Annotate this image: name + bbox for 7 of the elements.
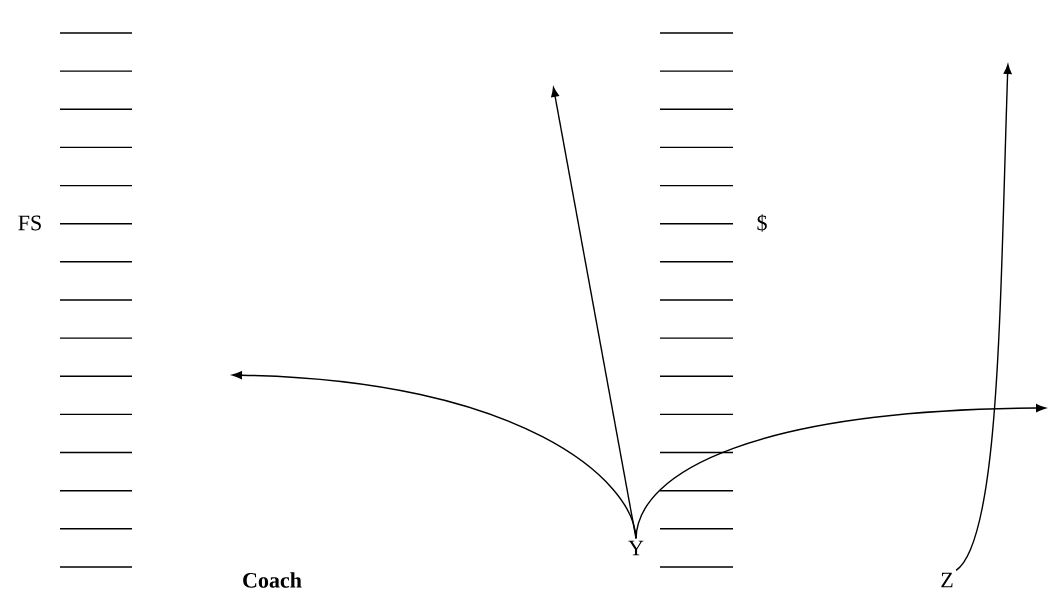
player-label: Z (941, 572, 953, 588)
position-label: $ (757, 214, 767, 232)
route-arrow (955, 64, 1012, 572)
position-label: FS (18, 215, 41, 231)
route-arrow (635, 404, 1046, 540)
player-label: Y (628, 540, 644, 556)
position-label: Coach (243, 572, 302, 588)
